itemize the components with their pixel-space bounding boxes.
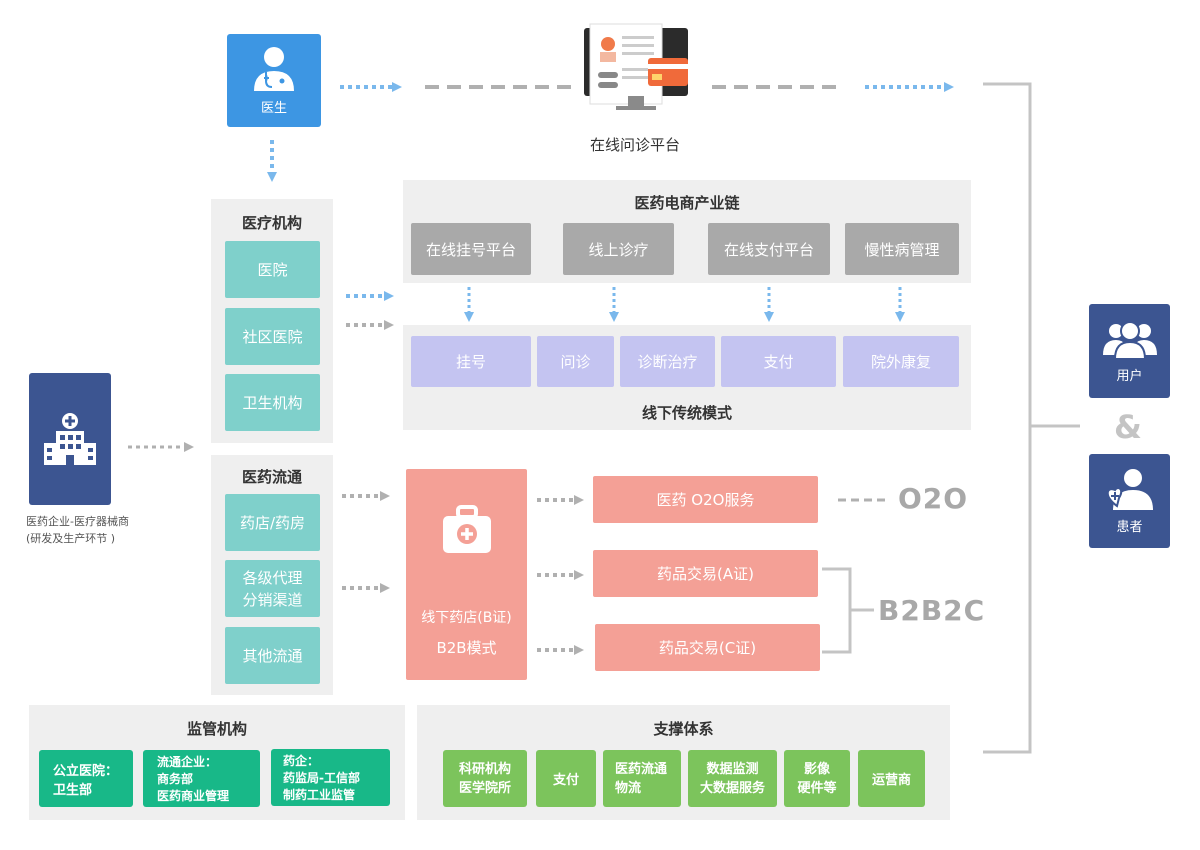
doctor-label: 医生 <box>260 101 287 116</box>
support-item-imaging-line2: 硬件等 <box>797 780 837 796</box>
pharma-company-label-line2: (研发及生产环节 ) <box>26 532 116 545</box>
b2b2c-bracket <box>822 567 874 654</box>
computer-platform-icon <box>584 23 688 110</box>
supervision-item-distribution-line3: 医药商业管理 <box>157 789 230 803</box>
support-item-research: 科研机构 医学院所 <box>443 750 527 807</box>
support-item-logistics-line1: 医药流通 <box>615 761 668 777</box>
medical-institutions-title: 医疗机构 <box>241 213 302 232</box>
supervision-item-pharma-line3: 制药工业监管 <box>283 788 356 802</box>
o2o-label: O2O <box>898 482 969 515</box>
supervision-item-public-hospital-line2: 卫生部 <box>53 783 93 798</box>
offline-pharmacy-box: 线下药店(B证) B2B模式 <box>406 469 527 680</box>
support-item-imaging: 影像 硬件等 <box>784 750 850 807</box>
patient-label: 患者 <box>1116 519 1143 535</box>
support-item-big-data-line2: 大数据服务 <box>699 780 765 796</box>
supervision-item-pharma: 药企： 药监局-工信部 制药工业监管 <box>271 749 390 806</box>
support-item-research-line1: 科研机构 <box>458 761 511 777</box>
offline-item-rehabilitation: 院外康复 <box>843 336 959 387</box>
patient-icon <box>1106 468 1153 510</box>
support-item-research-line2: 医学院所 <box>458 780 511 796</box>
pharma-company-label: 医药企业-医疗器械商 (研发及生产环节 ) <box>26 513 176 547</box>
support-item-big-data: 数据监测 大数据服务 <box>688 750 777 807</box>
ampersand: & <box>1114 408 1142 446</box>
support-title: 支撑体系 <box>653 719 714 738</box>
right-bracket <box>983 82 1080 754</box>
supervision-item-pharma-line2: 药监局-工信部 <box>283 771 360 785</box>
supervision-title: 监管机构 <box>186 719 247 738</box>
offline-item-consultation: 问诊 <box>537 336 614 387</box>
doctor-box: 医生 <box>227 34 321 127</box>
offline-mode-title: 线下传统模式 <box>641 403 732 422</box>
pharma-company-label-line1: 医药企业-医疗器械商 <box>26 515 129 528</box>
inst-item-health-agency: 卫生机构 <box>225 374 320 431</box>
supervision-item-distribution-line2: 商务部 <box>157 772 194 786</box>
hospital-building-icon <box>44 413 96 465</box>
support-item-operator: 运营商 <box>858 750 925 807</box>
service-o2o: 医药 O2O服务 <box>593 476 818 523</box>
offline-pharmacy-line1: 线下药店(B证) <box>421 610 512 626</box>
inst-item-community-hospital: 社区医院 <box>225 308 320 365</box>
offline-item-registration: 挂号 <box>411 336 531 387</box>
supervision-item-public-hospital-line1: 公立医院： <box>53 764 119 779</box>
pharma-company-box <box>29 373 111 505</box>
user-label: 用户 <box>1116 368 1143 384</box>
supervision-item-distribution-line1: 流通企业： <box>157 755 218 769</box>
b2b2c-label: B2B2C <box>878 594 986 627</box>
patient-box: 患者 <box>1089 454 1170 548</box>
support-item-big-data-line1: 数据监测 <box>706 761 759 777</box>
service-trade-c: 药品交易(C证) <box>595 624 820 671</box>
dist-item-pharmacy: 药店/药房 <box>225 494 320 551</box>
support-item-logistics-line2: 物流 <box>615 780 642 796</box>
chain-item-chronic-disease: 慢性病管理 <box>845 223 959 275</box>
supervision-item-pharma-line1: 药企： <box>283 754 320 768</box>
dist-item-agents: 各级代理 分销渠道 <box>225 560 320 617</box>
service-trade-a: 药品交易(A证) <box>593 550 818 597</box>
support-item-payment: 支付 <box>536 750 596 807</box>
chain-item-online-payment: 在线支付平台 <box>708 223 830 275</box>
support-item-logistics: 医药流通 物流 <box>603 750 681 807</box>
dist-item-agents-line1: 各级代理 <box>242 568 303 587</box>
supervision-item-public-hospital: 公立医院： 卫生部 <box>39 750 133 807</box>
support-item-imaging-line1: 影像 <box>803 761 830 777</box>
chain-item-online-registration: 在线挂号平台 <box>411 223 531 275</box>
user-box: 用户 <box>1089 304 1170 398</box>
dist-item-other: 其他流通 <box>225 627 320 684</box>
online-platform-label: 在线问诊平台 <box>589 135 680 154</box>
drug-distribution-title: 医药流通 <box>241 467 302 486</box>
dist-item-agents-line2: 分销渠道 <box>242 590 303 609</box>
supervision-item-distribution: 流通企业： 商务部 医药商业管理 <box>143 750 260 807</box>
users-group-icon <box>1102 320 1157 359</box>
offline-item-diagnosis-treatment: 诊断治疗 <box>620 336 715 387</box>
doctor-icon <box>254 47 294 91</box>
medical-kit-icon <box>443 505 491 553</box>
inst-item-hospital: 医院 <box>225 241 320 298</box>
offline-pharmacy-line2: B2B模式 <box>436 638 497 657</box>
chain-item-online-diagnosis: 线上诊疗 <box>563 223 674 275</box>
offline-item-payment: 支付 <box>721 336 836 387</box>
ecommerce-chain-title: 医药电商产业链 <box>634 193 740 212</box>
